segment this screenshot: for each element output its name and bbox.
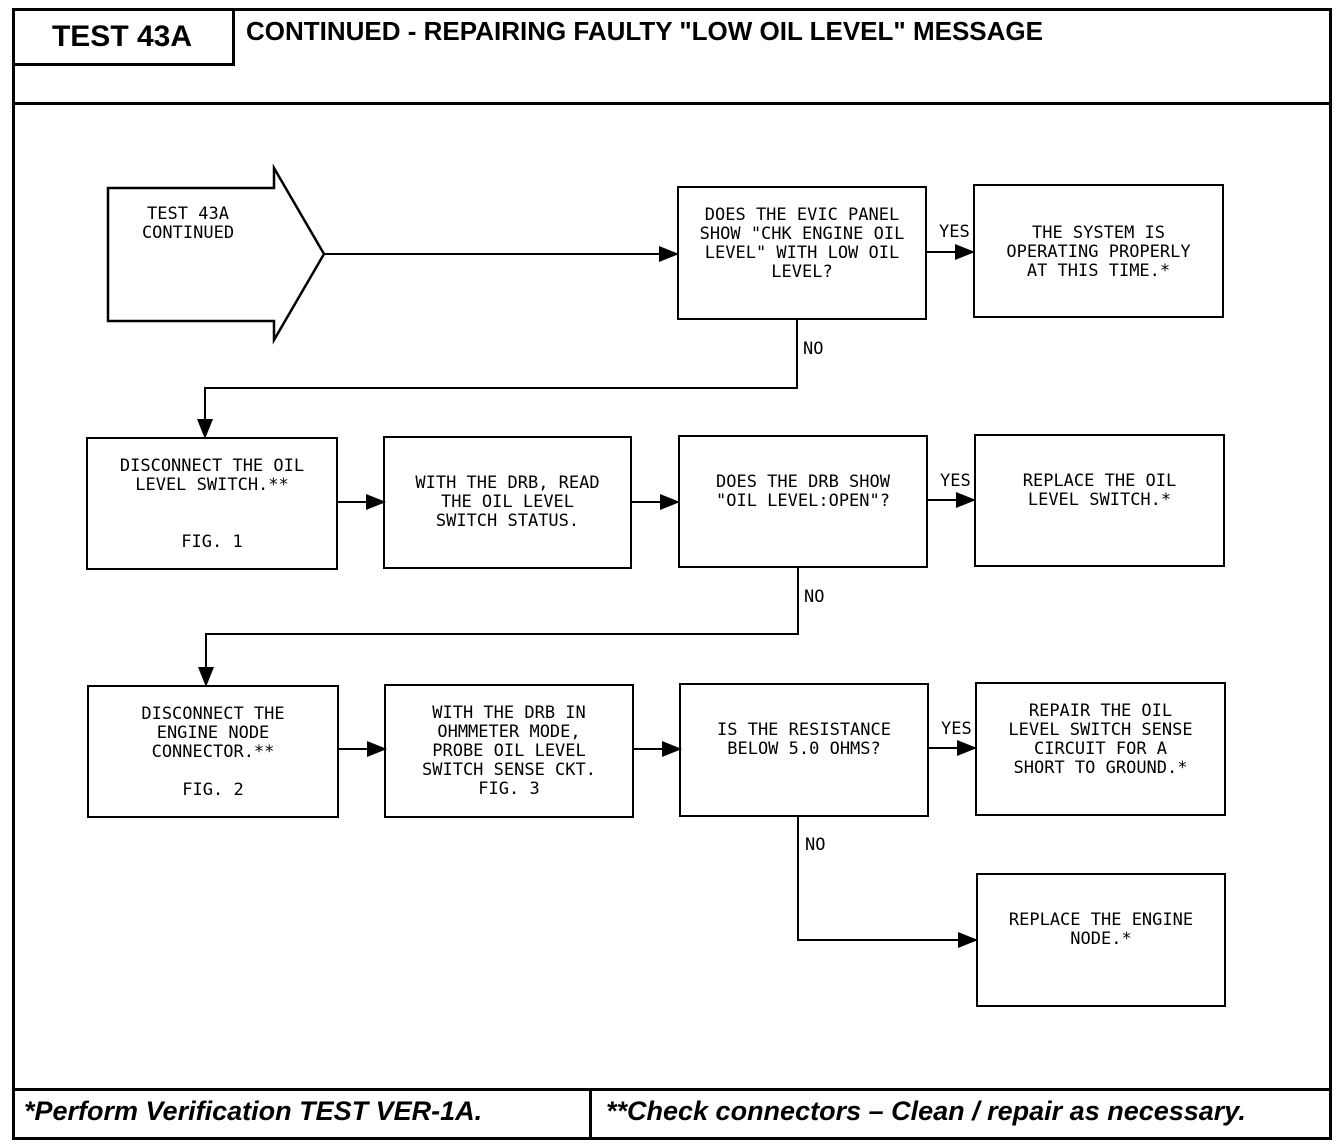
- yes-label-2: YES: [940, 471, 971, 491]
- no-label-1: NO: [803, 339, 824, 359]
- fig-2-label: FIG. 2: [182, 780, 244, 800]
- action-read-switch-status: WITH THE DRB, READ THE OIL LEVEL SWITCH …: [383, 436, 632, 569]
- footer-bar: [12, 1088, 1332, 1140]
- question-resistance-below-5: IS THE RESISTANCE BELOW 5.0 OHMS?: [679, 683, 929, 817]
- entry-label: TEST 43A CONTINUED: [141, 204, 235, 243]
- test-id: TEST 43A: [12, 8, 235, 66]
- question-evic-panel: DOES THE EVIC PANEL SHOW "CHK ENGINE OIL…: [677, 186, 927, 320]
- result-system-ok: THE SYSTEM IS OPERATING PROPERLY AT THIS…: [973, 184, 1224, 318]
- action-disconnect-engine-node: DISCONNECT THE ENGINE NODE CONNECTOR.** …: [87, 685, 339, 818]
- question-drb-oil-level-open: DOES THE DRB SHOW "OIL LEVEL:OPEN"?: [678, 435, 928, 568]
- result-repair-sense-circuit: REPAIR THE OIL LEVEL SWITCH SENSE CIRCUI…: [975, 682, 1226, 816]
- footer-divider: [589, 1088, 592, 1140]
- result-replace-oil-switch: REPLACE THE OIL LEVEL SWITCH.*: [974, 434, 1225, 567]
- footer-note-connectors: **Check connectors – Clean / repair as n…: [606, 1096, 1246, 1126]
- yes-label-3: YES: [941, 719, 972, 739]
- page-title: CONTINUED - REPAIRING FAULTY "LOW OIL LE…: [246, 16, 1043, 46]
- action-disconnect-oil-switch: DISCONNECT THE OIL LEVEL SWITCH.** FIG. …: [86, 437, 338, 570]
- connector-q1-no: [197, 319, 798, 439]
- page-frame: [12, 8, 1332, 1140]
- result-replace-engine-node: REPLACE THE ENGINE NODE.*: [976, 873, 1226, 1007]
- connector-q3-no: [797, 816, 978, 948]
- no-label-2: NO: [804, 587, 825, 607]
- header-bar: [12, 8, 1332, 105]
- yes-label-1: YES: [939, 222, 970, 242]
- action-probe-sense-circuit: WITH THE DRB IN OHMMETER MODE, PROBE OIL…: [384, 684, 634, 818]
- entry-arrow: [106, 163, 326, 345]
- connector-q2-no: [198, 567, 799, 687]
- footer-note-verification: *Perform Verification TEST VER-1A.: [24, 1096, 483, 1126]
- no-label-3: NO: [805, 835, 826, 855]
- fig-1-label: FIG. 1: [181, 532, 243, 552]
